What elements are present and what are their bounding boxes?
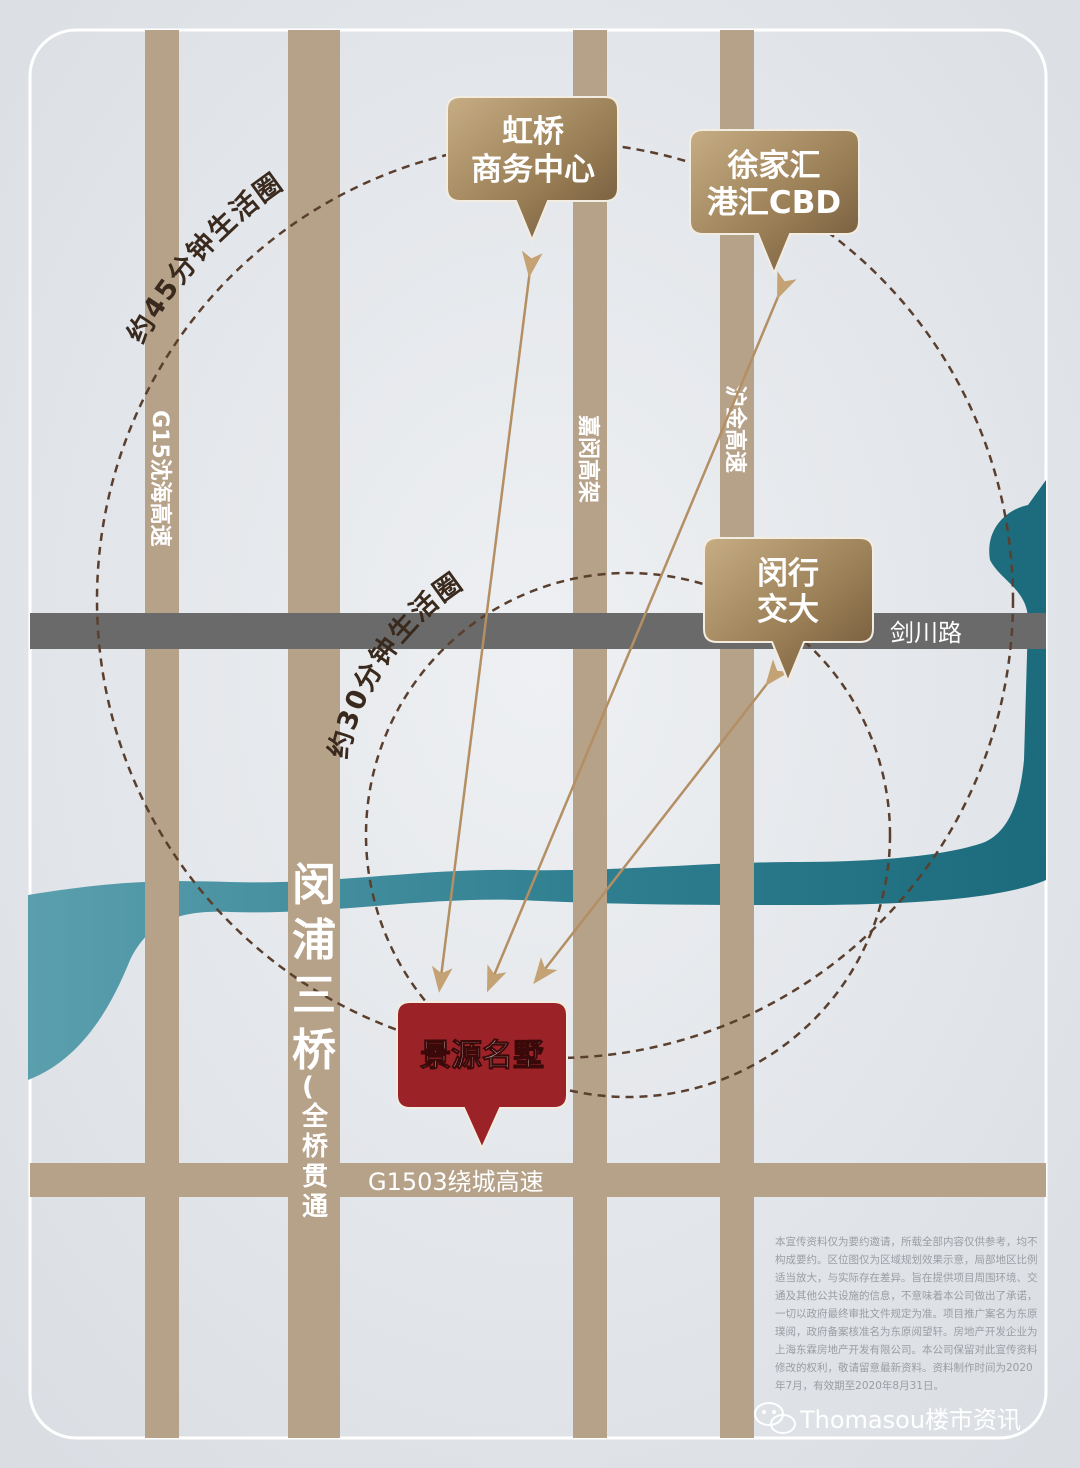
watermark: Thomasou楼市资讯: [754, 1402, 1021, 1434]
road-hujin: [720, 30, 754, 1438]
svg-text:交大: 交大: [757, 592, 819, 628]
svg-text:桥: 桥: [292, 1025, 336, 1076]
svg-text:虹桥: 虹桥: [502, 114, 564, 150]
svg-text:贯: 贯: [302, 1162, 328, 1192]
callout-hongqiao: 虹桥 商务中心: [446, 96, 619, 243]
callout-project: 景源名墅: [396, 1001, 568, 1151]
callout-xujiahui: 徐家汇 港汇CBD: [689, 129, 860, 276]
road-g1503: [30, 1163, 1046, 1197]
project-name: 景源名墅: [420, 1038, 544, 1074]
svg-text:上海东霖房地产开发有限公司。本公司保留对此宣传资料: 上海东霖房地产开发有限公司。本公司保留对此宣传资料: [775, 1343, 1038, 1356]
svg-text:徐家汇: 徐家汇: [727, 148, 821, 184]
svg-text:修改的权利，敬请留意最新资料。资料制作时间为2020: 修改的权利，敬请留意最新资料。资料制作时间为2020: [775, 1361, 1033, 1374]
svg-text:(: (: [302, 1072, 314, 1102]
road-minpu-bridge: [288, 30, 340, 1438]
label-g1503: G1503绕城高速: [368, 1168, 544, 1196]
svg-text:通: 通: [302, 1192, 328, 1222]
svg-text:闵: 闵: [292, 860, 336, 911]
svg-text:闵行: 闵行: [757, 556, 819, 592]
arrow-minhang: [533, 659, 790, 985]
svg-text:年7月，有效期至2020年8月31日。: 年7月，有效期至2020年8月31日。: [775, 1379, 944, 1392]
svg-text:构成要约。区位图仅为区域规划效果示意，局部地区比例: 构成要约。区位图仅为区域规划效果示意，局部地区比例: [775, 1253, 1038, 1266]
svg-text:适当放大，与实际存在差异。旨在提供项目周围环境、交: 适当放大，与实际存在差异。旨在提供项目周围环境、交: [775, 1271, 1038, 1284]
svg-text:璞阅，政府备案核准名为东原阅望轩。房地产开发企业为: 璞阅，政府备案核准名为东原阅望轩。房地产开发企业为: [775, 1325, 1038, 1338]
svg-text:全: 全: [301, 1101, 329, 1132]
svg-text:桥: 桥: [302, 1132, 329, 1162]
label-jiamin: 嘉闵高架: [575, 415, 601, 503]
svg-text:港汇CBD: 港汇CBD: [707, 185, 841, 221]
wechat-icon: [754, 1402, 796, 1434]
svg-text:Thomasou楼市资讯: Thomasou楼市资讯: [799, 1406, 1021, 1434]
label-jianchuan: 剑川路: [890, 619, 962, 647]
route-arrows: [431, 250, 797, 993]
svg-text:商务中心: 商务中心: [471, 152, 595, 188]
disclaimer: 本宣传资料仅为要约邀请，所载全部内容仅供参考，均不 构成要约。区位图仅为区域规划…: [775, 1235, 1038, 1392]
bridge-label: 闵 浦 三 桥 ( 全 桥 贯 通: [292, 860, 336, 1222]
svg-text:通及其他公共设施的信息，不意味着本公司做出了承诺，: 通及其他公共设施的信息，不意味着本公司做出了承诺，: [775, 1289, 1038, 1302]
road-jiamin: [573, 30, 607, 1438]
label-g15: G15沈海高速: [147, 410, 173, 547]
svg-text:三: 三: [292, 970, 336, 1021]
road-g15: [145, 30, 179, 1438]
svg-text:浦: 浦: [292, 915, 336, 966]
svg-text:本宣传资料仅为要约邀请，所载全部内容仅供参考，均不: 本宣传资料仅为要约邀请，所载全部内容仅供参考，均不: [775, 1235, 1038, 1248]
svg-text:一切以政府最终审批文件规定为准。项目推广案名为东原: 一切以政府最终审批文件规定为准。项目推广案名为东原: [775, 1307, 1038, 1320]
callout-minhang: 闵行 交大: [703, 537, 874, 684]
